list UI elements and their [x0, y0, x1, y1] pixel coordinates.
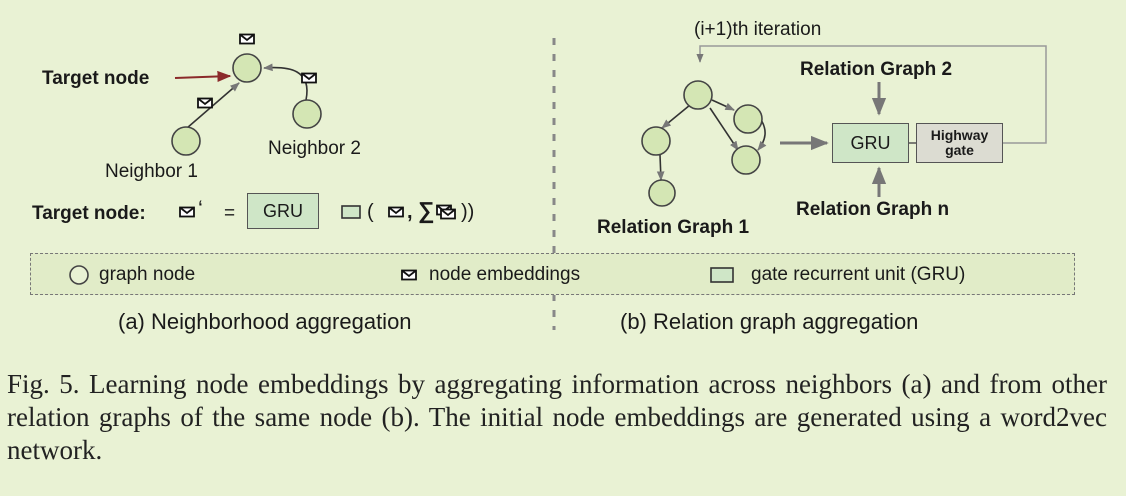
gru-symbol-icon — [341, 205, 361, 219]
formula-comma: , — [407, 201, 413, 223]
edge-neighbor1-to-target — [186, 82, 240, 129]
neighbor2-node — [292, 99, 322, 129]
neighbor2-embedding-icon — [301, 72, 317, 84]
target-node — [232, 53, 262, 83]
formula-gru-box: GRU — [247, 193, 319, 229]
formula-sigma: ∑ — [418, 197, 435, 223]
iteration-feedback-arrow — [696, 45, 1047, 144]
iteration-label: (i+1)th iteration — [694, 19, 822, 40]
formula-prime: ‘ — [198, 196, 203, 221]
target-embedding-icon — [239, 33, 255, 45]
highway-gate-line2: gate — [945, 142, 974, 158]
highway-gate-line1: Highway — [930, 127, 989, 144]
legend: graph node node embeddings gate recurren… — [30, 253, 1075, 295]
neighbor2-label: Neighbor 2 — [268, 138, 361, 159]
legend-symbols — [69, 265, 734, 285]
target-node-arrow — [174, 70, 232, 83]
relation-graph-1-label: Relation Graph 1 — [597, 217, 750, 238]
formula-label: Target node: — [32, 203, 146, 224]
self-embedding-icon — [388, 206, 404, 218]
edge-neighbor2-to-target — [263, 63, 308, 101]
legend-node-label: graph node — [99, 264, 196, 285]
figure-caption: Fig. 5. Learning node embeddings by aggr… — [7, 369, 1107, 465]
formula-open-paren: ( — [367, 201, 374, 223]
panel-a-graph — [171, 33, 322, 156]
legend-embedding-icon — [401, 269, 417, 281]
legend-gru-icon — [710, 267, 734, 283]
gru-box: GRU — [832, 123, 909, 163]
neighbor1-label: Neighbor 1 — [105, 161, 198, 182]
legend-embedding-label: node embeddings — [429, 264, 581, 285]
legend-gru-label: gate recurrent unit (GRU) — [751, 264, 966, 285]
relation-graph-2-label: Relation Graph 2 — [800, 59, 953, 80]
legend-node-icon — [69, 265, 89, 285]
neighbor1-embedding-icon — [197, 97, 213, 109]
neighbor1-node — [171, 126, 201, 156]
formula-equals: = — [224, 203, 236, 224]
relation-graph-n-label: Relation Graph n — [796, 199, 950, 220]
gru-box-label: GRU — [850, 132, 891, 153]
relation-graph-1 — [641, 80, 767, 207]
updated-embedding-icon — [179, 206, 195, 218]
figure-diagram — [171, 33, 1047, 330]
highway-gate-box: Highway gate — [916, 123, 1003, 163]
formula-close-parens: )) — [461, 201, 475, 223]
subcaption-b: (b) Relation graph aggregation — [620, 309, 919, 334]
formula-gru-label: GRU — [263, 200, 303, 221]
subcaption-a: (a) Neighborhood aggregation — [118, 309, 412, 334]
target-node-label: Target node — [42, 68, 150, 89]
stacked-embeddings-icon — [436, 204, 456, 220]
